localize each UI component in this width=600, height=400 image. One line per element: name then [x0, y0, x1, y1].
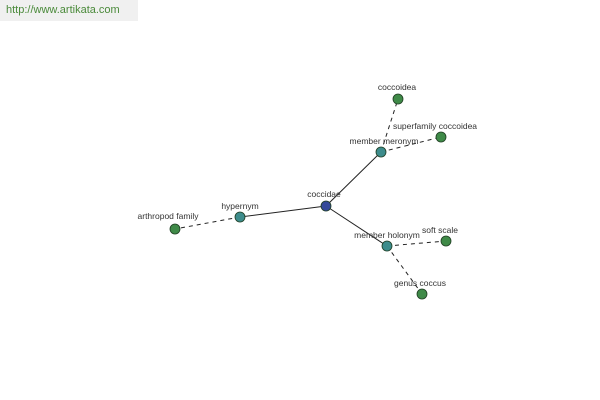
- node-member-holonym[interactable]: [381, 240, 393, 252]
- nodes-layer: [169, 93, 452, 300]
- edge-coccidae-to-member-meronym: [325, 151, 382, 207]
- node-hypernym[interactable]: [234, 211, 246, 223]
- node-member-meronym[interactable]: [375, 146, 387, 158]
- node-label-superfamily-coccoidea[interactable]: superfamily coccoidea: [393, 121, 477, 131]
- node-label-hypernym[interactable]: hypernym: [221, 201, 258, 211]
- node-label-member-holonym[interactable]: member holonym: [354, 230, 420, 240]
- edge-hypernym-to-arthropod-family: [174, 216, 241, 230]
- edge-coccidae-to-member-holonym: [325, 205, 388, 247]
- node-coccidae[interactable]: [320, 200, 332, 212]
- node-label-coccidae[interactable]: coccidae: [307, 189, 341, 199]
- site-url-link[interactable]: http://www.artikata.com: [6, 4, 120, 16]
- edges-layer: [174, 98, 447, 295]
- node-label-member-meronym[interactable]: member meronym: [350, 136, 419, 146]
- labels-layer: coccidae hypernym member meronym member hol…: [138, 82, 478, 288]
- node-soft-scale[interactable]: [440, 235, 452, 247]
- node-arthropod-family[interactable]: [169, 223, 181, 235]
- edge-coccidae-to-hypernym: [239, 205, 327, 218]
- node-genus-coccus[interactable]: [416, 288, 428, 300]
- edge-member-holonym-to-soft-scale: [386, 240, 447, 247]
- node-label-genus-coccus[interactable]: genus coccus: [394, 278, 446, 288]
- url-banner: http://www.artikata.com: [0, 0, 138, 21]
- node-coccoidea[interactable]: [392, 93, 404, 105]
- edge-member-meronym-to-coccoidea: [380, 98, 399, 153]
- node-superfamily-coccoidea[interactable]: [435, 131, 447, 143]
- node-label-arthropod-family[interactable]: arthropod family: [138, 211, 200, 221]
- node-label-coccoidea[interactable]: coccoidea: [378, 82, 417, 92]
- node-label-soft-scale[interactable]: soft scale: [422, 225, 458, 235]
- edge-member-holonym-to-genus-coccus: [386, 245, 423, 295]
- edge-member-meronym-to-superfamily-coccoidea: [380, 136, 442, 153]
